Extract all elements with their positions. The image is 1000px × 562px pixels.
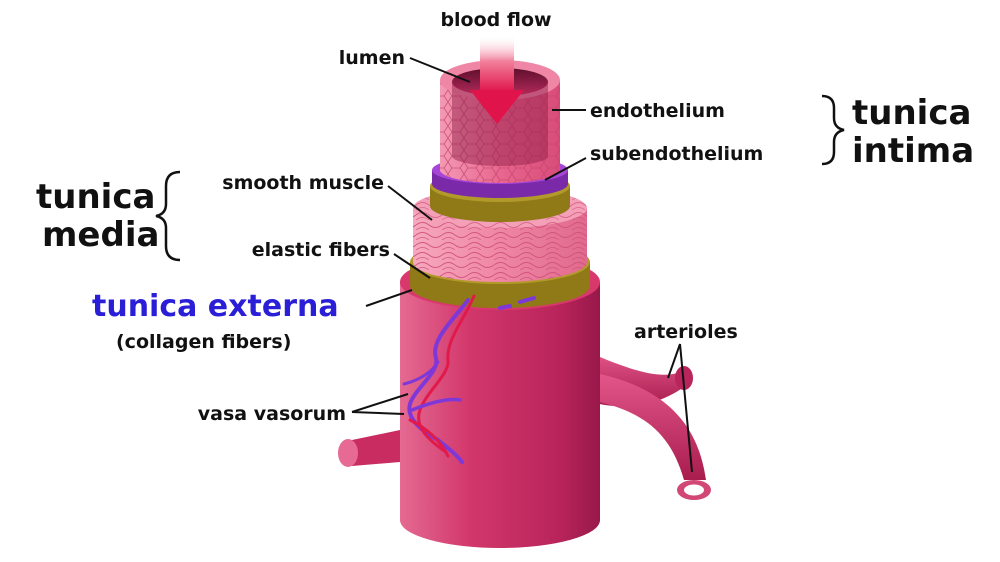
media-muscle-texture xyxy=(413,208,587,282)
label-subendothelium: subendothelium xyxy=(590,143,763,165)
leader-subendothelium xyxy=(544,157,587,181)
leader-arterioles-1 xyxy=(667,343,681,379)
vasa-vessel-red-1 xyxy=(417,294,476,454)
label-smooth-muscle: smooth muscle xyxy=(222,172,384,194)
left-branch-end xyxy=(338,439,358,467)
blood-flow-arrow-shaft xyxy=(480,36,514,92)
arteriole-branch-lower xyxy=(590,372,706,480)
leader-lines xyxy=(351,57,693,473)
braces xyxy=(155,94,845,262)
brace-tunica-media xyxy=(155,170,181,262)
label-tunica-externa: tunica externa xyxy=(92,289,339,324)
label-arterioles: arterioles xyxy=(634,321,738,343)
leader-elastic-fibers xyxy=(393,253,431,279)
leader-tunica-externa xyxy=(365,289,413,307)
label-collagen-fibers: (collagen fibers) xyxy=(116,331,291,353)
label-tunica-intima-2: intima xyxy=(852,131,974,171)
leader-vasa-1 xyxy=(351,393,409,413)
vasa-vessel-purple-3 xyxy=(402,360,440,386)
vasa-vessel-purple-1 xyxy=(407,298,470,464)
left-vessel-branch xyxy=(343,430,400,466)
brace-tunica-intima xyxy=(821,94,845,166)
label-tunica-intima-1: tunica xyxy=(852,93,971,133)
leader-lumen xyxy=(409,57,471,83)
text-labels: blood flow lumen endothelium subendothel… xyxy=(36,9,974,425)
blood-flow-arrow-head xyxy=(470,90,524,124)
leader-vasa-2 xyxy=(351,411,405,415)
lumen-inner-wall xyxy=(452,82,548,166)
arteriole-opening xyxy=(684,484,704,496)
vasa-vasorum-vessels xyxy=(402,294,536,464)
label-blood-flow: blood flow xyxy=(440,9,551,31)
label-tunica-media-2: media xyxy=(42,215,159,255)
externa-cylinder-body xyxy=(400,282,600,548)
blood-flow-arrow xyxy=(470,36,524,124)
label-tunica-media-1: tunica xyxy=(36,177,155,217)
leader-arterioles-2 xyxy=(679,343,693,473)
label-lumen: lumen xyxy=(339,47,405,69)
vasa-vessel-red-2 xyxy=(408,418,450,458)
intima-cell-texture xyxy=(440,80,560,183)
leader-smooth-muscle xyxy=(387,185,433,221)
vasa-vessel-purple-2 xyxy=(410,397,462,412)
label-vasa-vasorum: vasa vasorum xyxy=(198,403,346,425)
label-elastic-fibers: elastic fibers xyxy=(252,239,390,261)
label-endothelium: endothelium xyxy=(590,100,725,122)
rim-vessel-dashes xyxy=(498,296,536,310)
